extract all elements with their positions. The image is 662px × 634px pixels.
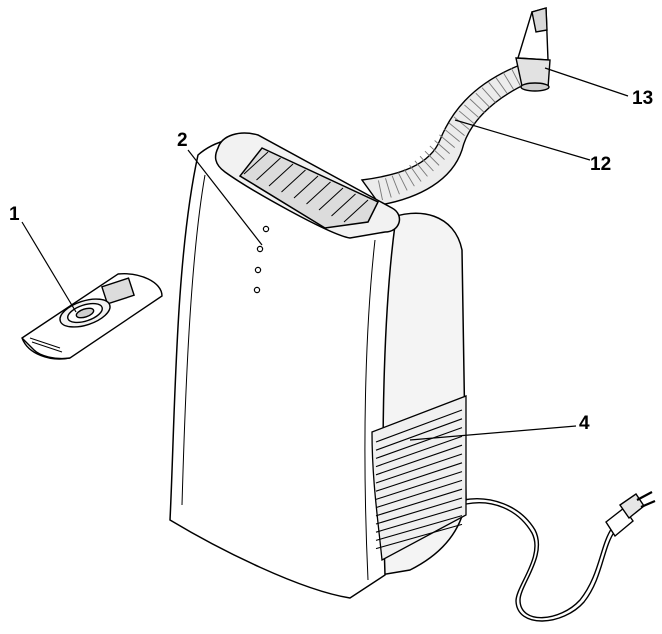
callout-4: 4 [579,413,590,434]
callout-13: 13 [632,88,653,109]
leader-line-4 [409,425,577,441]
control-panel [253,225,270,294]
leader-lines [21,67,629,441]
power-plug [605,491,656,538]
leader-line-2 [187,149,263,246]
leader-line-13 [544,67,629,97]
leader-line-12 [454,119,591,161]
hose-nozzle [515,7,551,92]
leader-line-1 [21,221,77,313]
power-cord [462,498,616,622]
callout-12: 12 [590,154,611,175]
callout-1: 1 [9,204,20,225]
callout-2: 2 [177,130,188,151]
remote-control [21,273,163,360]
